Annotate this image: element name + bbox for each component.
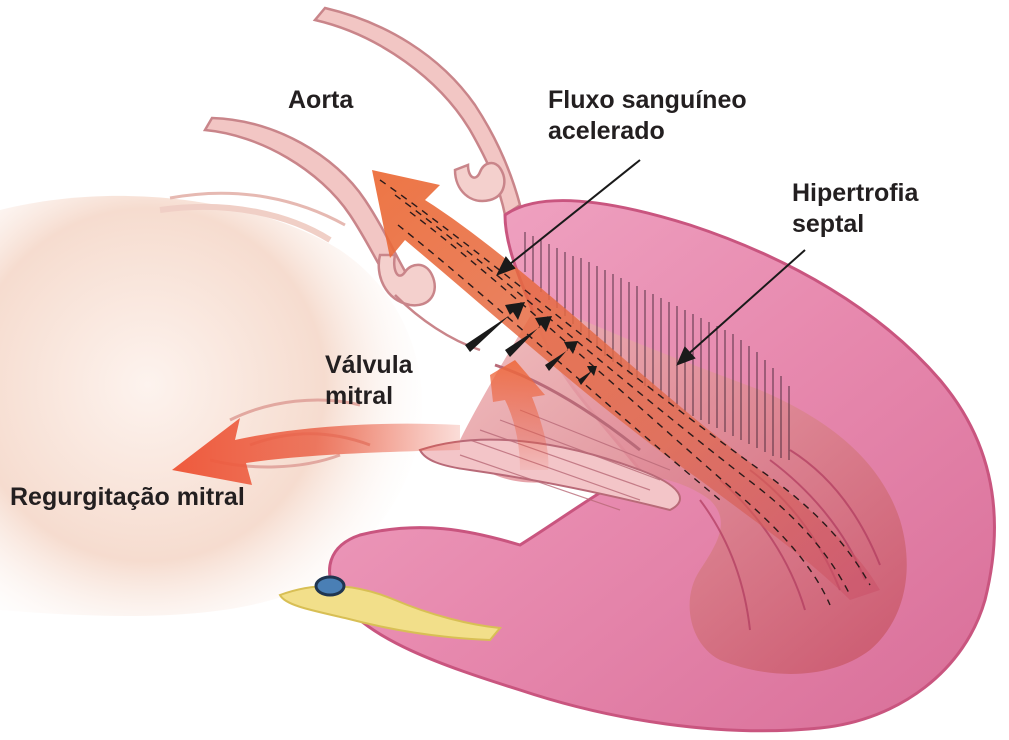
label-mitral-valve: Válvula mitral: [325, 350, 413, 412]
label-valve-line2: mitral: [325, 381, 413, 412]
label-septal-hypertrophy: Hipertrofia septal: [792, 178, 918, 240]
label-valve-line1: Válvula: [325, 350, 413, 381]
label-accelerated-flow: Fluxo sanguíneo acelerado: [548, 85, 747, 147]
label-flow-line2: acelerado: [548, 116, 747, 147]
label-septal-line1: Hipertrofia: [792, 178, 918, 209]
label-mitral-regurgitation: Regurgitação mitral: [10, 482, 245, 513]
label-aorta-text: Aorta: [288, 85, 353, 116]
label-regurg-text: Regurgitação mitral: [10, 482, 245, 513]
label-septal-line2: septal: [792, 209, 918, 240]
label-aorta: Aorta: [288, 85, 353, 116]
label-flow-line1: Fluxo sanguíneo: [548, 85, 747, 116]
coronary-vessel: [316, 577, 344, 595]
